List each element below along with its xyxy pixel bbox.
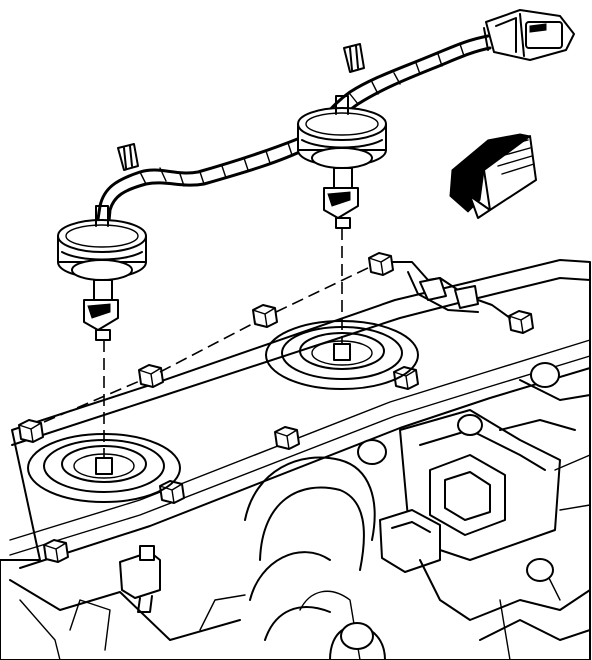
wire-harness [94,9,575,234]
bolt [274,426,300,450]
bolt [18,419,44,443]
bolt [252,304,278,328]
ignition-coil-boot-left [57,205,147,341]
bolt [368,252,394,276]
arrow-icon [449,133,537,219]
bolt [159,480,185,504]
bolt [138,364,164,388]
bolt [393,366,419,390]
engine-block [0,259,591,660]
alignment-lines [43,228,373,458]
bolt [43,539,69,563]
spark-plug-well-front [27,433,181,503]
ignition-coil-boot-right [297,95,387,229]
valve-cover-bolts [18,252,534,563]
harness-bracket [391,261,511,319]
bolt [508,310,534,334]
spark-plug-well-rear [265,320,419,390]
